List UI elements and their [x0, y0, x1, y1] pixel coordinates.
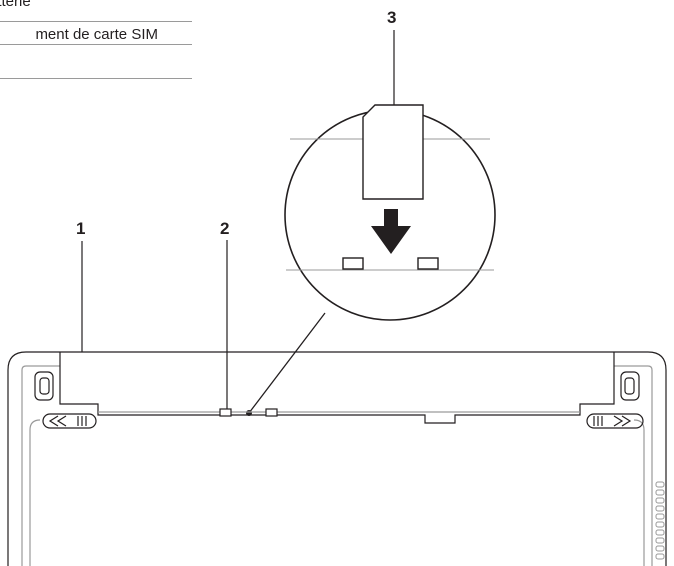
- laptop-left-edge: [29, 419, 41, 566]
- sim-slot-tab-right: [265, 408, 278, 417]
- latch-right-knob: [624, 377, 635, 395]
- vent-slot-6: [655, 521, 665, 528]
- battery-latch-right: [586, 371, 644, 429]
- rewind-left-icon: [48, 415, 67, 427]
- magnified-slot-tab-right: [417, 257, 439, 270]
- latch-right-slider: [586, 413, 644, 429]
- latch-right-housing: [620, 371, 640, 401]
- laptop-inner-right-wall: [614, 365, 653, 566]
- vent-slot-7: [655, 529, 665, 536]
- vent-slot-5: [655, 513, 665, 520]
- legend-text-battery: atterie: [0, 0, 31, 10]
- legend-text-sim-slot: ment de carte SIM: [35, 26, 158, 43]
- latch-left-slider: [42, 413, 97, 429]
- legend-table: atterie ment de carte SIM: [0, 0, 192, 79]
- vent-slot-2: [655, 489, 665, 496]
- vent-grille: [655, 481, 665, 560]
- callout-1: 1: [76, 219, 86, 238]
- forward-right-icon: [613, 415, 632, 427]
- vent-slot-4: [655, 505, 665, 512]
- callout-3: 3: [387, 8, 397, 27]
- vent-slot-1: [655, 481, 665, 488]
- laptop-right-edge: [633, 419, 645, 566]
- laptop-outline: [7, 351, 667, 566]
- legend-row-battery: atterie: [0, 0, 192, 22]
- sim-card: [362, 104, 424, 200]
- battery-latch-left: [34, 371, 97, 429]
- laptop-base: [7, 351, 667, 566]
- magnified-slot-tab-left: [342, 257, 364, 270]
- legend-row-empty: [0, 45, 192, 79]
- sim-slot-tab-left: [219, 408, 232, 417]
- vent-slot-9: [655, 545, 665, 552]
- vent-slot-10: [655, 553, 665, 560]
- vent-slot-3: [655, 497, 665, 504]
- magnifier-pointer-line: [248, 312, 326, 414]
- insert-arrow-icon: [371, 209, 411, 254]
- callout-2: 2: [220, 219, 230, 238]
- latch-left-knob: [39, 377, 50, 395]
- laptop-inner-left-wall: [21, 365, 60, 566]
- vent-slot-8: [655, 537, 665, 544]
- battery-bay-outline: [59, 352, 615, 424]
- latch-left-housing: [34, 371, 54, 401]
- legend-row-sim-slot: ment de carte SIM: [0, 22, 192, 45]
